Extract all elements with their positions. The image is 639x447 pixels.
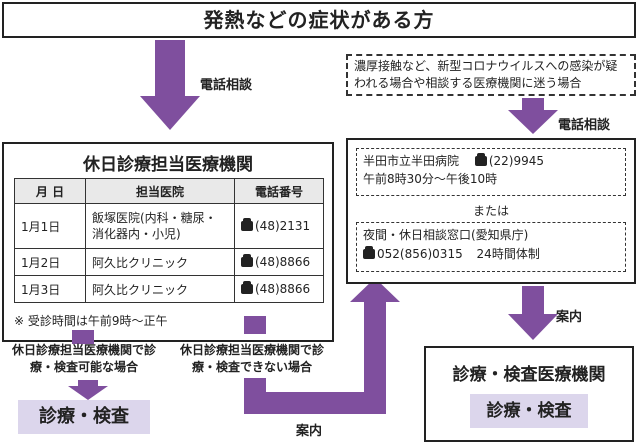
night-phone: 052(856)0315 [377,247,463,261]
row-phone-cell: (48)8866 [234,248,324,276]
col-phone: 電話番号 [234,178,324,204]
annai-label-bottom: 案内 [296,424,323,439]
exam-label-right: 診療・検査 [486,401,572,421]
col-date: 月 日 [14,178,86,204]
right-contact-box: 半田市立半田病院 (22)9945 午前8時30分〜午後10時 または 夜間・休… [346,138,636,284]
table-row: 1月2日 阿久比クリニック (48)8866 [14,248,324,276]
row-clinic: 阿久比クリニック [85,248,235,276]
holiday-table: 月 日 担当医院 電話番号 1月1日 飯塚医院(内科・糖尿・消化器内・小児) (… [14,178,324,303]
branch-no-text: 休日診療担当医療機関で診療・検査できない場合 [179,343,324,374]
row-date: 1月3日 [14,275,86,303]
route-up-head [350,278,400,302]
arrow-right-head [508,110,558,134]
row-clinic: 阿久比クリニック [85,275,235,303]
phone-icon [474,153,487,166]
arrow-left-shaft [155,40,185,98]
night-name: 夜間・休日相談窓口(愛知県庁) [363,228,529,242]
row-phone: (48)2131 [255,219,311,233]
route-up [364,300,386,414]
phone-icon [241,218,253,231]
exam-institution-title: 診療・検査医療機関 [452,365,606,385]
col-clinic: 担当医院 [85,178,235,204]
arrow-right2-head [508,314,558,340]
table-row: 1月1日 飯塚医院(内科・糖尿・消化器内・小児) (48)2131 [14,203,324,249]
arrow-right2-shaft [522,286,544,316]
row-date: 1月2日 [14,248,86,276]
row-clinic: 飯塚医院(内科・糖尿・消化器内・小児) [85,203,235,249]
holiday-box: 休日診療担当医療機関 月 日 担当医院 電話番号 1月1日 飯塚医院(内科・糖尿… [2,142,334,342]
row-phone: (48)8866 [255,282,311,296]
route-horizontal [244,392,386,414]
title-box: 発熱などの症状がある方 [2,2,636,38]
page-title: 発熱などの症状がある方 [203,8,435,32]
holiday-note: ※ 受診時間は午前9時〜正午 [14,314,168,328]
right-note-text: 濃厚接触など、新型コロナウイルスへの感染が疑われる場合や相談する医療機関に迷う場… [354,59,618,90]
phone-icon [241,254,253,267]
arrow-left-head [140,96,200,130]
row-phone: (48)8866 [255,255,311,269]
right-note-box: 濃厚接触など、新型コロナウイルスへの感染が疑われる場合や相談する医療機関に迷う場… [346,54,636,96]
night-hours: 24時間体制 [476,247,540,261]
arrow-yes-head [68,380,108,400]
annai-label-right: 案内 [556,310,583,325]
phone-icon [363,246,375,259]
phone-consult-label-right: 電話相談 [558,118,611,133]
exam-box-left: 診療・検査 [18,400,150,434]
holiday-heading: 休日診療担当医療機関 [83,155,253,175]
arrow-right-shaft [522,98,544,112]
handa-box: 半田市立半田病院 (22)9945 午前8時30分〜午後10時 [356,148,626,196]
exam-label-left: 診療・検査 [39,406,129,427]
table-row: 1月3日 阿久比クリニック (48)8866 [14,275,324,303]
handa-hours: 午前8時30分〜午後10時 [363,172,498,186]
row-phone-cell: (48)2131 [234,203,324,249]
connector-no [244,316,266,334]
branch-yes-text: 休日診療担当医療機関で診療・検査可能な場合 [11,343,156,374]
handa-name: 半田市立半田病院 [363,154,460,168]
exam-box-right: 診療・検査 [470,394,588,428]
row-phone-cell: (48)8866 [234,275,324,303]
connector-yes [72,330,94,344]
phone-consult-label-left: 電話相談 [200,78,253,93]
exam-institution-box: 診療・検査医療機関 診療・検査 [424,346,634,442]
handa-phone: (22)9945 [488,154,545,168]
night-box: 夜間・休日相談窓口(愛知県庁) 052(856)0315 24時間体制 [356,222,626,272]
or-text: または [472,204,509,218]
row-date: 1月1日 [14,203,86,249]
phone-icon [241,281,253,294]
